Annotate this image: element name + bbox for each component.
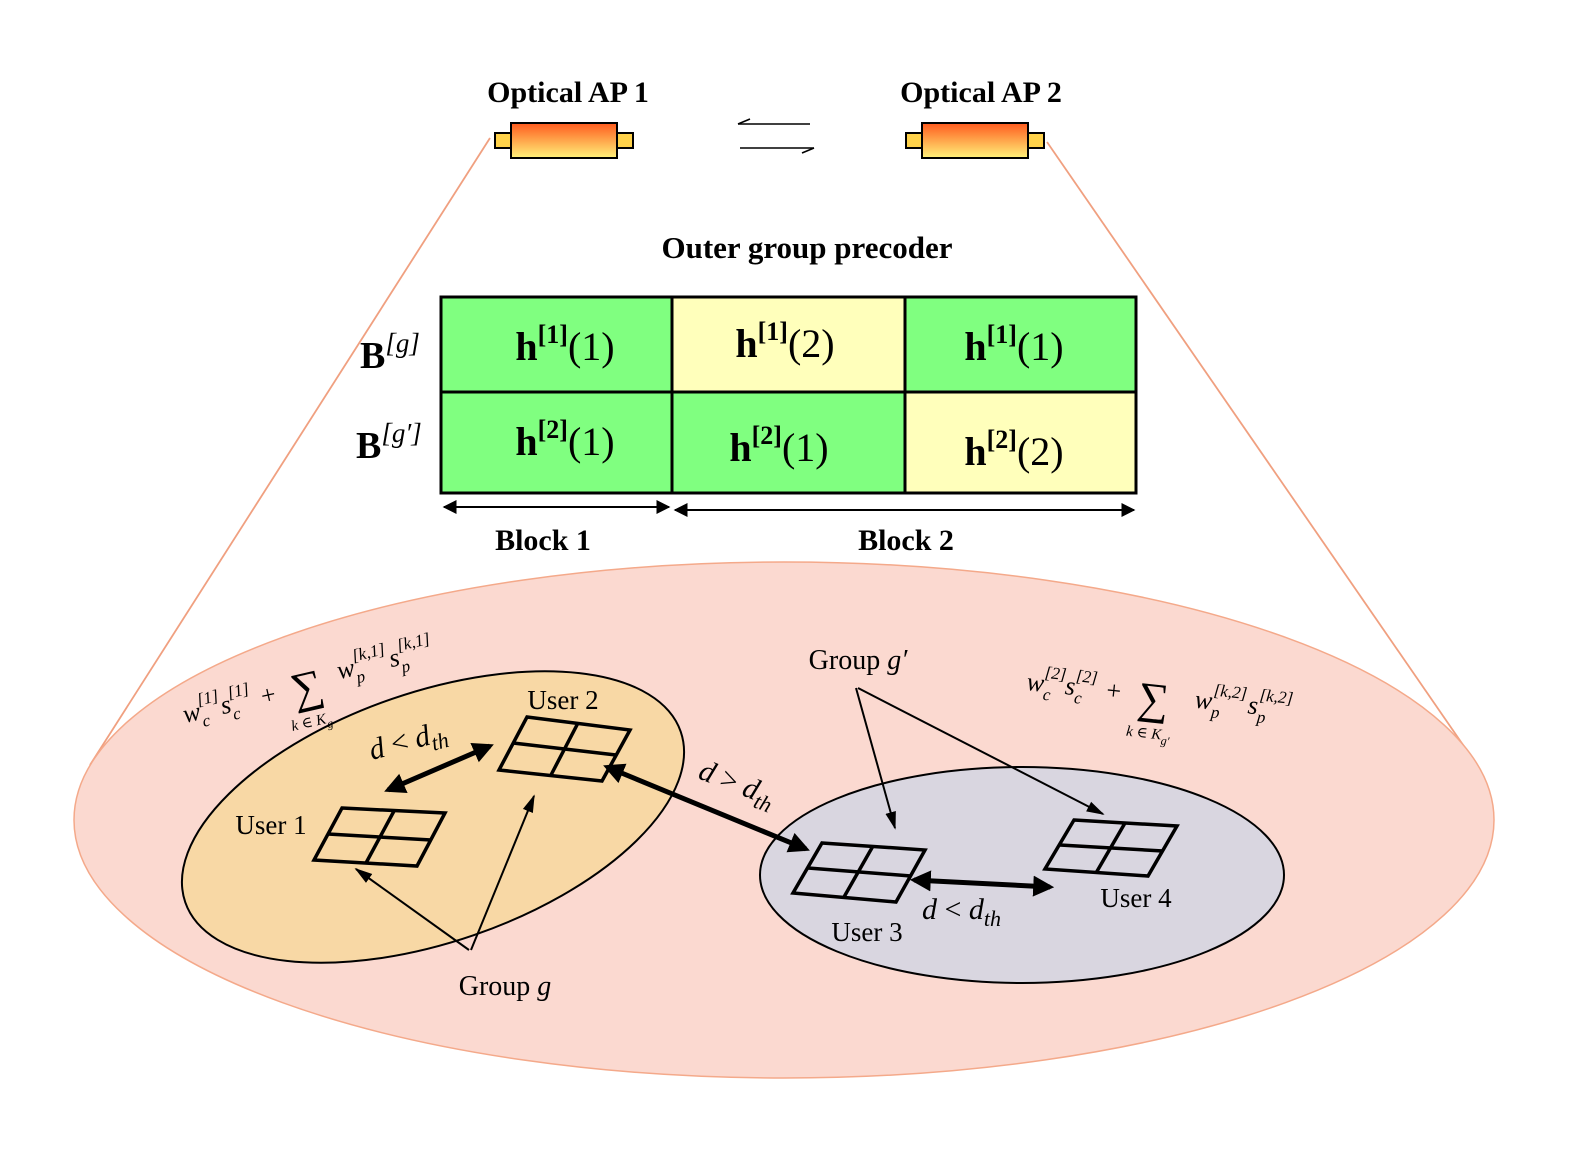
user-2-receiver — [496, 715, 633, 783]
user-1-receiver — [311, 806, 448, 868]
group-g-prime-ellipse — [759, 766, 1285, 984]
ap1-label: Optical AP 1 — [487, 76, 649, 109]
group-g-pointer-user1 — [354, 867, 470, 951]
cell-r1-c1-text: h[1](1) — [515, 320, 614, 369]
beam-line-right — [1046, 141, 1471, 756]
ap2-end-right — [1027, 132, 1045, 149]
group-g-ellipse — [180, 670, 686, 964]
block-1-label: Block 1 — [495, 524, 591, 557]
cell-r2-c3 — [903, 390, 1138, 495]
optical-ap-1: Optical AP 1 — [487, 76, 649, 159]
beam-line-left — [89, 137, 491, 766]
signal-expression-group-g: wc[1]sc[1]+ ∑ k ∈ Kg wp[k,1]sp[k,1] — [178, 629, 437, 739]
svg-text:k ∈ Kg′: k ∈ Kg′ — [1125, 724, 1171, 749]
user-4-receiver — [1042, 818, 1180, 878]
block-2-label: Block 2 — [858, 524, 954, 557]
distance-label-intra-g-prime: d < dth — [922, 893, 1001, 931]
cell-r2-c2-text: h[2](1) — [729, 421, 828, 470]
cell-r2-c2 — [670, 390, 907, 495]
ap-coordination-arrows — [737, 118, 815, 154]
user-3-receiver — [790, 841, 928, 904]
group-g-pointer-user2 — [470, 794, 535, 951]
cell-r2-c3-text: h[2](2) — [964, 425, 1063, 474]
ap2-end-left — [905, 132, 923, 149]
row-label-bg: B[g] — [360, 328, 420, 377]
group-g-prime-pointer-user4 — [857, 687, 1105, 815]
cell-r1-c2-text: h[1](2) — [735, 317, 834, 366]
ap2-label: Optical AP 2 — [900, 76, 1062, 109]
distance-arrow-user2-user3 — [603, 763, 810, 853]
cell-r1-c2 — [670, 295, 907, 394]
distance-arrow-user3-user4 — [909, 870, 1055, 897]
distance-arrow-user1-user2 — [384, 743, 494, 793]
svg-text:k ∈ Kg: k ∈ Kg — [290, 710, 335, 739]
ap2-body — [921, 122, 1029, 159]
group-g-label: Group g — [459, 971, 552, 1002]
user-1-label: User 1 — [235, 810, 306, 840]
svg-text:wp[k,2]sp[k,2]: wp[k,2]sp[k,2] — [1193, 679, 1294, 730]
svg-text:wc[1]sc[1]+: wc[1]sc[1]+ — [178, 673, 279, 734]
ap1-end-left — [494, 132, 512, 149]
group-g-prime-label: Group g′ — [809, 645, 909, 676]
row-label-bg-prime: B[g′] — [356, 418, 422, 467]
ap1-end-right — [616, 132, 634, 149]
user-2-label: User 2 — [527, 685, 598, 715]
svg-text:wp[k,1]sp[k,1]: wp[k,1]sp[k,1] — [333, 629, 437, 691]
cell-r2-c1 — [439, 390, 674, 495]
user-3-label: User 3 — [831, 917, 902, 947]
svg-text:wc[2]sc[2]+: wc[2]sc[2]+ — [1025, 661, 1123, 712]
svg-text:∑: ∑ — [1135, 673, 1171, 725]
user-4-label: User 4 — [1100, 883, 1172, 913]
signal-expression-group-g-prime: wc[2]sc[2]+ ∑ k ∈ Kg′ wp[k,2]sp[k,2] — [1025, 661, 1294, 749]
group-g-prime-pointer-user3 — [855, 687, 896, 830]
ap1-body — [510, 122, 618, 159]
cell-r2-c1-text: h[2](1) — [515, 415, 614, 464]
cell-r1-c3-text: h[1](1) — [964, 320, 1063, 369]
precoder-table: h[1](1) h[1](2) h[1](1) h[2](1) h[2](1) … — [439, 295, 1138, 495]
precoder-title: Outer group precoder — [661, 230, 952, 265]
optical-ap-2: Optical AP 2 — [900, 76, 1062, 159]
